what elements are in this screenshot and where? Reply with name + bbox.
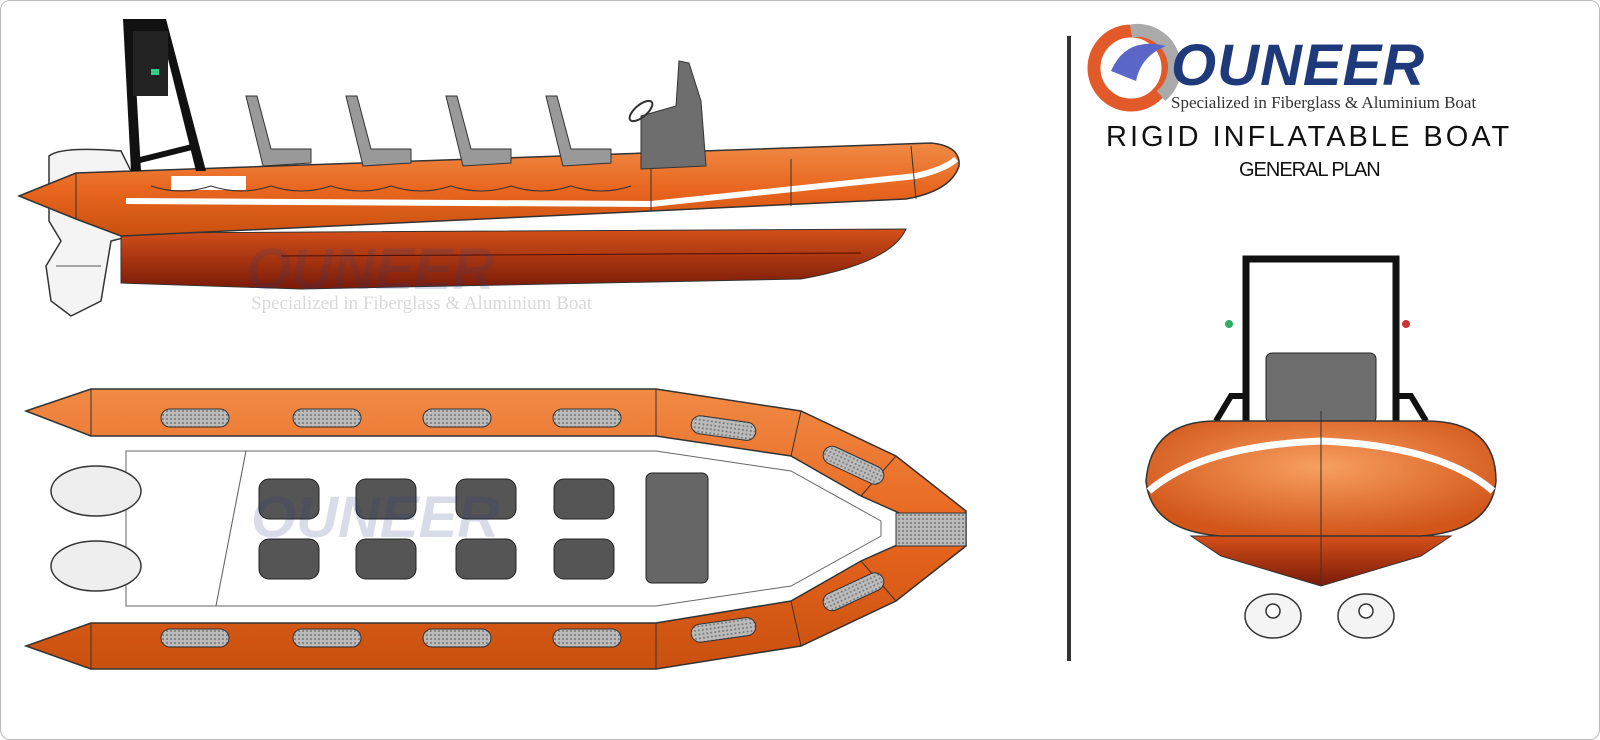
watermark-brand: OUNEER [246,237,495,302]
watermark-brand-plan: OUNEER [251,485,500,550]
side-view [16,19,960,317]
jockey-seats [245,95,612,167]
tube-outline [23,388,967,670]
grab-pads [160,408,885,648]
hull [120,228,907,290]
drawing-subtitle: GENERAL PLAN [1239,159,1381,181]
logo-mark [1087,23,1181,112]
plan-view [23,388,967,670]
logo-tagline: Specialized in Fiberglass & Aluminium Bo… [1171,93,1477,112]
watermark-tagline: Specialized in Fiberglass & Aluminium Bo… [251,293,593,314]
front-view [1145,255,1497,639]
engines-top [50,465,142,592]
console [628,60,707,170]
drawing-title: RIGID INFLATABLE BOAT [1106,121,1513,153]
side-tube [16,142,960,237]
logo-brand: OUNEER [1171,33,1426,98]
console-top [645,472,709,584]
seats-top [258,478,615,580]
radar-arch [123,19,206,171]
propellers [1244,593,1395,639]
